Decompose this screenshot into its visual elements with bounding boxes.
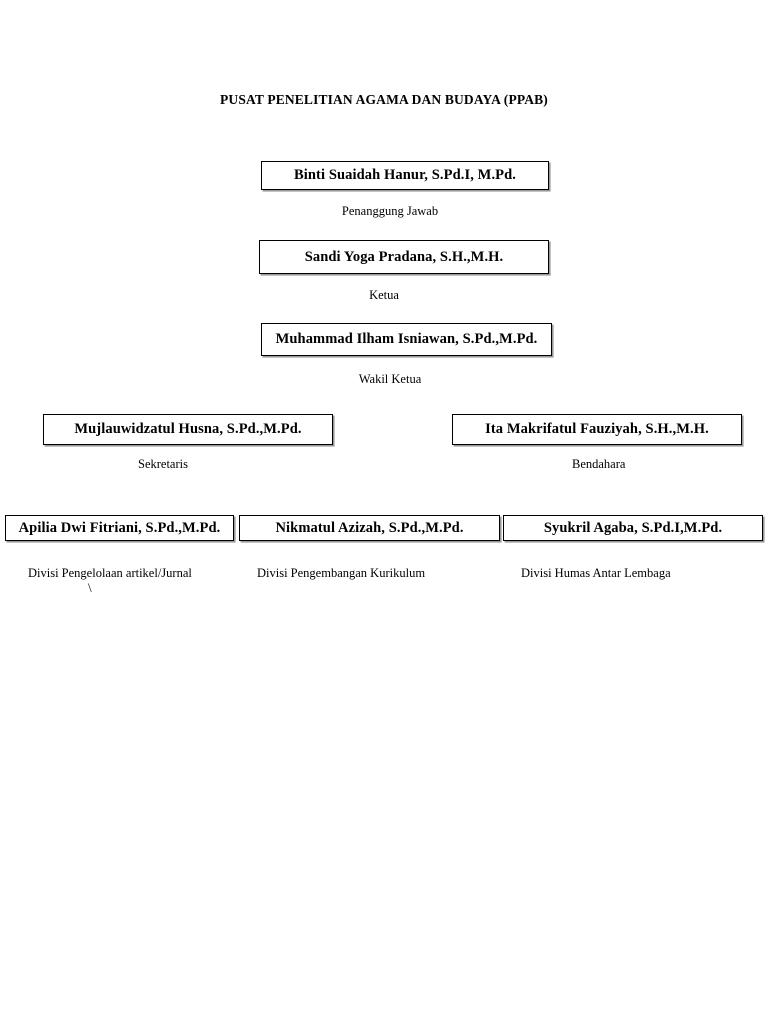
org-node-penanggung-jawab: Binti Suaidah Hanur, S.Pd.I, M.Pd. [261,161,549,190]
org-node-divisi-kurikulum: Nikmatul Azizah, S.Pd.,M.Pd. [239,515,500,541]
org-role-penanggung-jawab: Penanggung Jawab [341,204,439,218]
org-role-divisi-kurikulum: Divisi Pengembangan Kurikulum [257,566,426,580]
org-role-ketua: Ketua [369,288,399,302]
org-role-divisi-artikel: Divisi Pengelolaan artikel/Jurnal [28,566,192,580]
page-title: PUSAT PENELITIAN AGAMA DAN BUDAYA (PPAB) [220,92,548,107]
stray-backslash-mark: \ [88,580,92,595]
org-role-sekretaris: Sekretaris [138,457,188,471]
org-node-divisi-artikel: Apilia Dwi Fitriani, S.Pd.,M.Pd. [5,515,234,541]
org-role-divisi-humas: Divisi Humas Antar Lembaga [521,566,671,580]
org-node-sekretaris: Mujlauwidzatul Husna, S.Pd.,M.Pd. [43,414,333,445]
org-node-wakil-ketua: Muhammad Ilham Isniawan, S.Pd.,M.Pd. [261,323,552,356]
org-node-divisi-humas: Syukril Agaba, S.Pd.I,M.Pd. [503,515,763,541]
org-node-bendahara: Ita Makrifatul Fauziyah, S.H.,M.H. [452,414,742,445]
org-role-wakil-ketua: Wakil Ketua [358,372,422,386]
org-node-ketua: Sandi Yoga Pradana, S.H.,M.H. [259,240,549,274]
org-role-bendahara: Bendahara [572,457,626,471]
